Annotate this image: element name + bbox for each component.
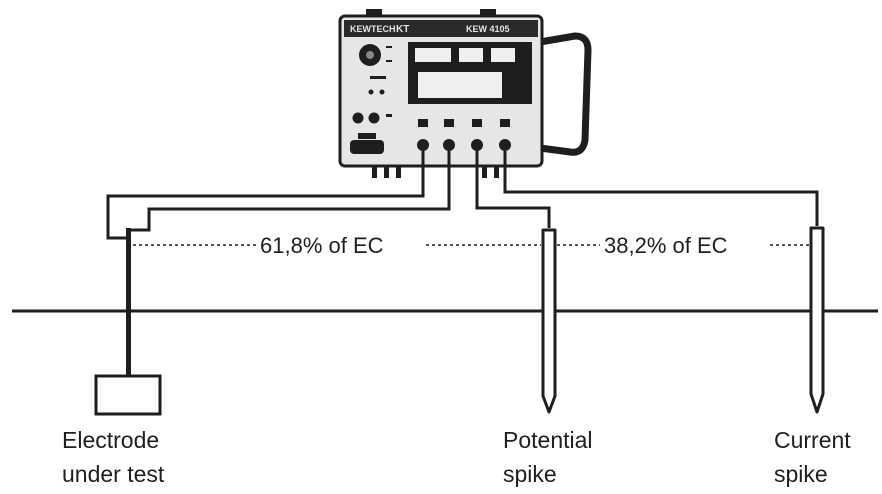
dial-marking [386,60,392,62]
instrument-brand: KEWTECH [350,24,396,34]
terminal-tab [500,119,510,127]
instrument-handle [539,32,592,156]
push-button [368,112,380,124]
lcd-screen [418,72,502,98]
terminal-es [443,139,455,151]
instrument-header-right: KEW 4105 [466,24,510,34]
terminal-h [499,139,511,151]
electrode-label-line2: under test [62,461,165,487]
terminal-e [417,139,429,151]
potential-label-line1: Potential [503,427,593,453]
indicator-led [368,89,374,95]
terminal-tabs [418,119,510,127]
instrument-clip-right [480,9,496,17]
push-button [352,112,364,124]
lead-electrode-inner [129,151,451,232]
instrument-foot [396,166,401,178]
connector-port [350,140,384,154]
electrode-rod [126,228,131,376]
instrument-foot [384,166,389,178]
electrode-label-line1: Electrode [62,427,159,453]
display-button [491,48,515,62]
instrument-foot [482,166,487,178]
terminal-s [471,139,483,151]
display-button [459,48,483,62]
terminal-tab [472,119,482,127]
instrument-clip-left [366,9,382,17]
current-spike [809,226,825,414]
connector-port-top [358,133,376,139]
instrument-header-strip [344,20,538,37]
instrument-model: KT [396,24,409,35]
lead-potential [475,151,551,228]
terminal-tab [418,119,428,127]
instrument-foot [372,166,377,178]
lead-current [503,151,819,226]
current-label-line2: spike [774,461,828,487]
electrode-plate [94,374,162,416]
test-leads [106,151,819,240]
control-marking [370,76,386,79]
lead-electrode-outer [106,151,425,240]
potential-label-line2: spike [503,461,557,487]
current-label-line1: Current [774,427,851,453]
electrode-under-test [94,228,162,416]
control-marking [386,114,392,117]
terminal-tab [444,119,454,127]
indicator-led [379,89,385,95]
instrument-terminals [417,139,511,151]
display-button [415,48,451,62]
earth-tester-instrument: KEWTECH KT KEW 4105 [338,9,592,178]
instrument-foot [494,166,499,178]
dial-marking [386,46,392,48]
potential-spike [541,228,557,414]
rotary-dial-center [366,51,374,59]
ratio-label-left: 61,8% of EC [260,233,384,258]
ratio-label-right: 38,2% of EC [604,233,728,258]
